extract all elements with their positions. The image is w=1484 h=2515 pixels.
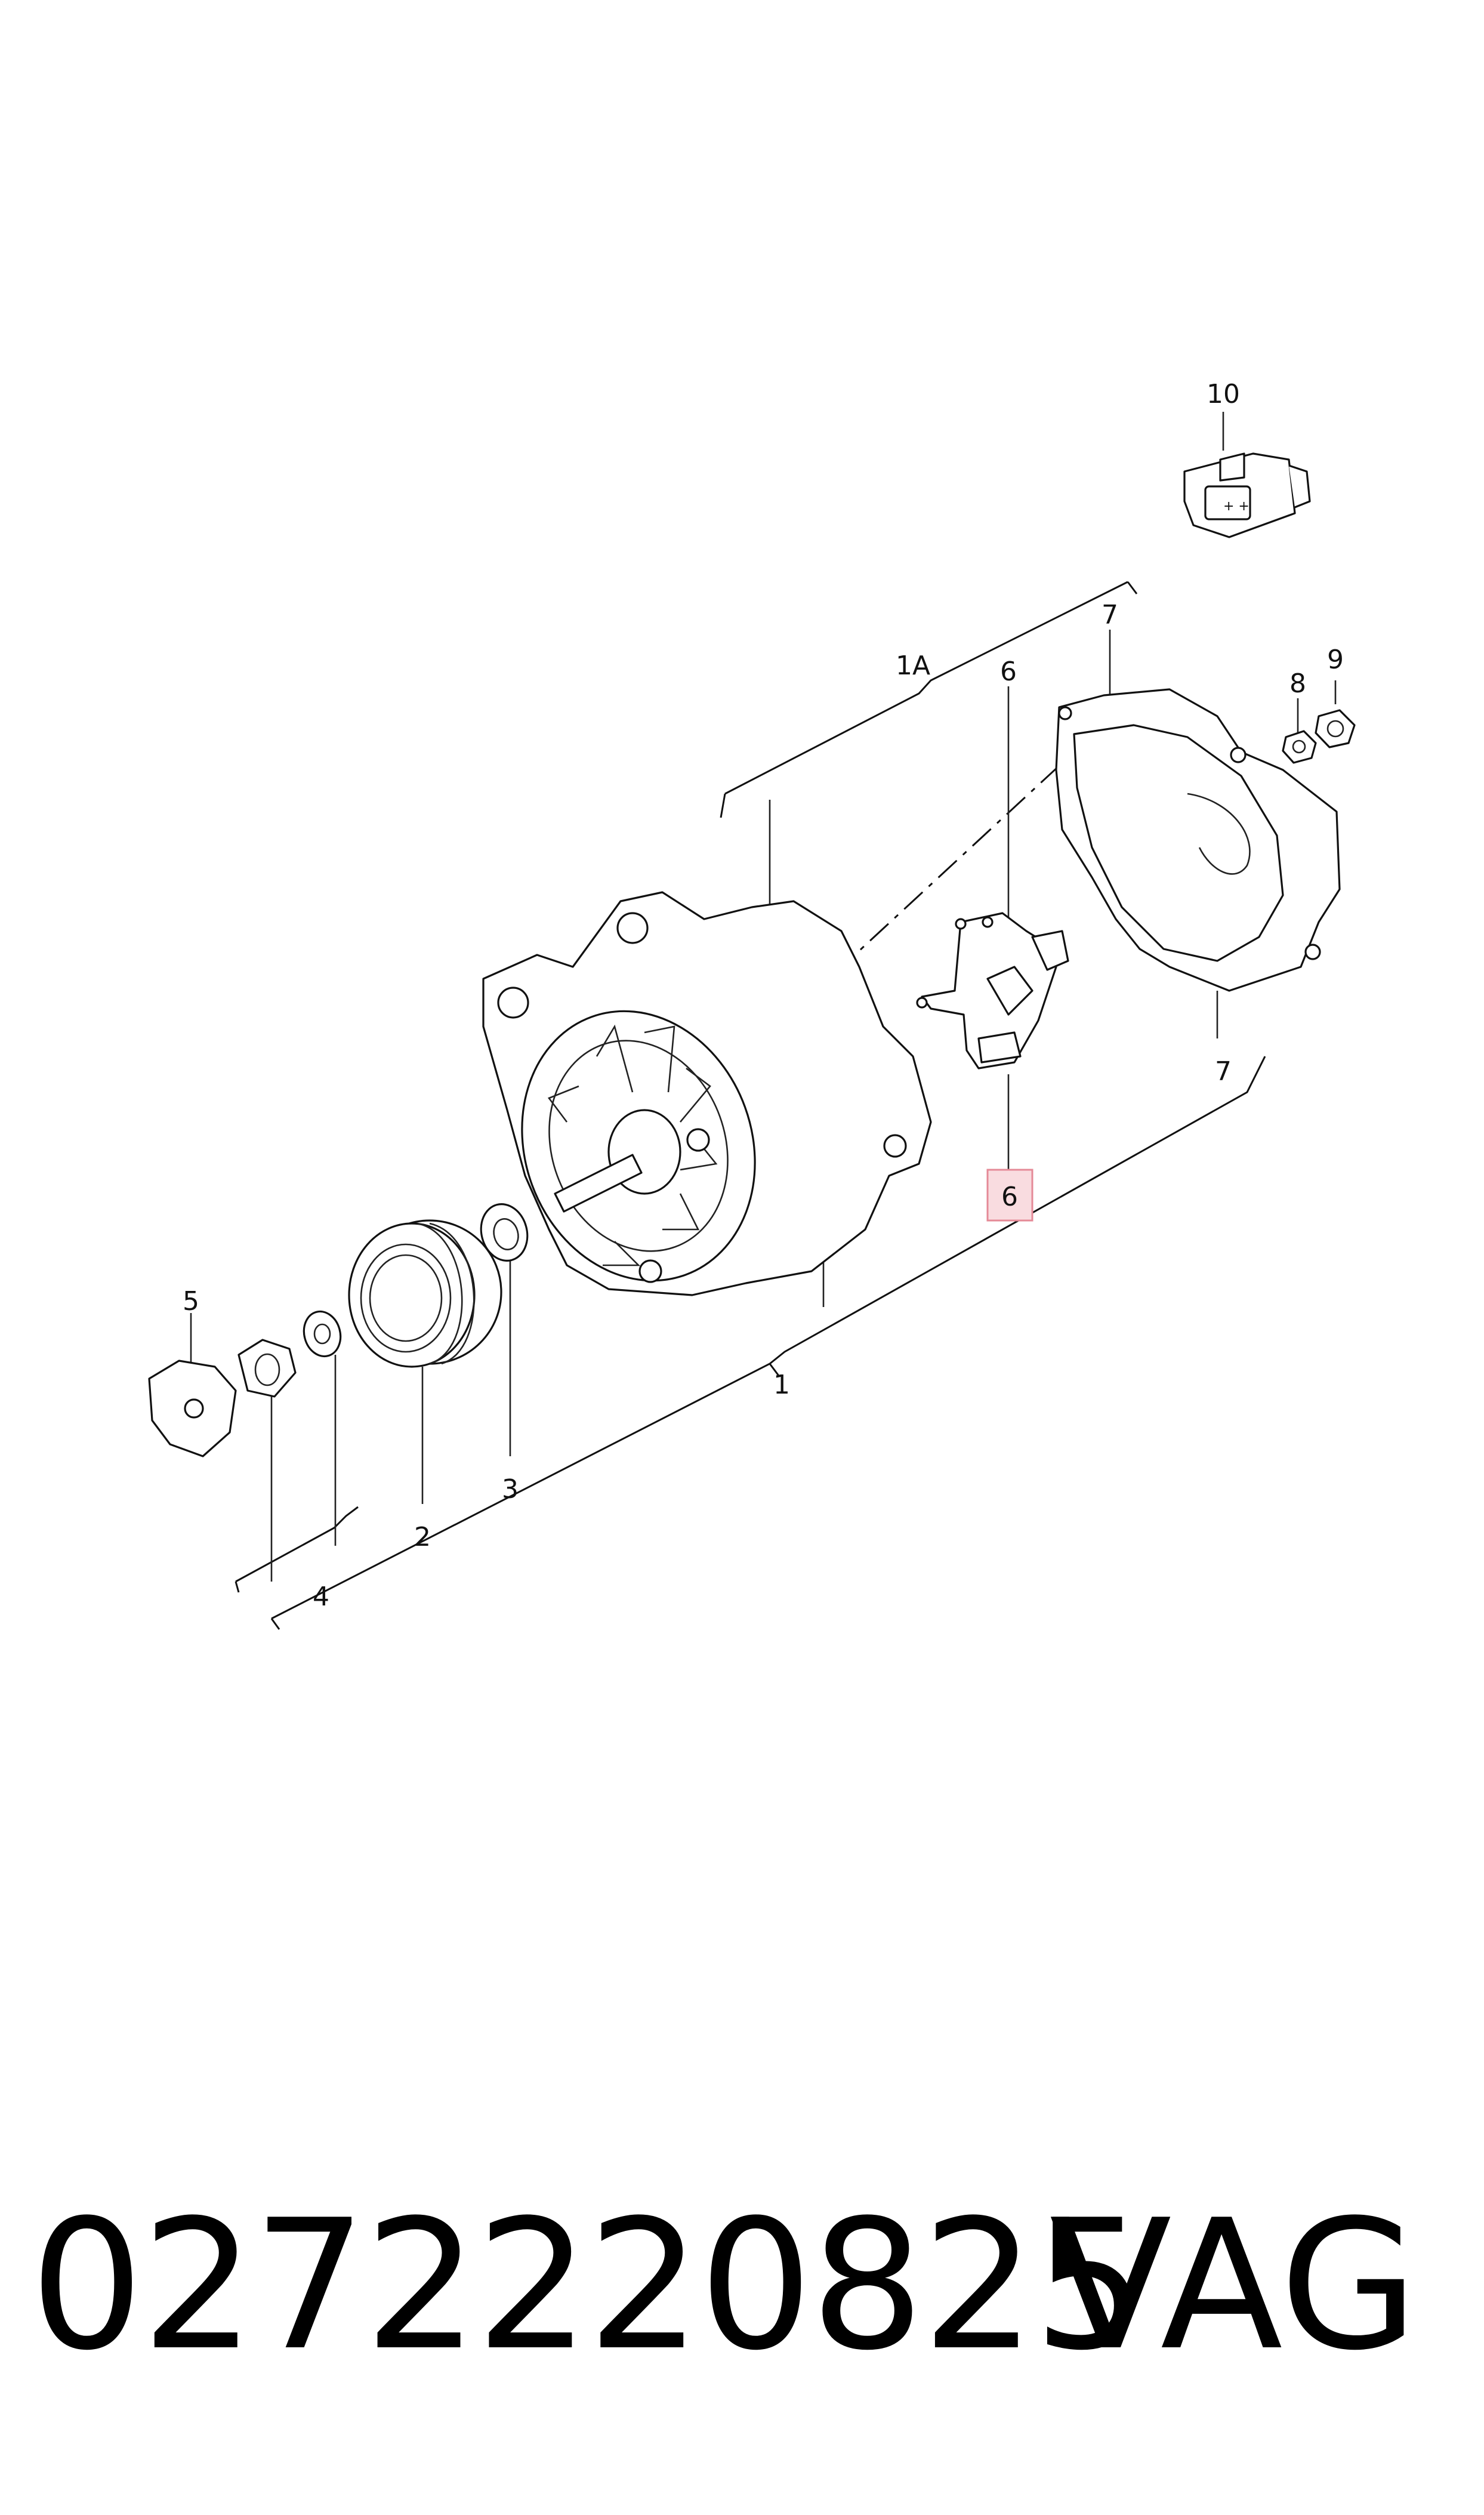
cap-part	[148, 1360, 237, 1457]
callout-8: 8	[1289, 668, 1306, 699]
voltage-regulator-part	[916, 912, 1069, 1070]
callout-10: 10	[1207, 379, 1240, 409]
leader-lines	[190, 412, 1337, 1582]
callout-9: 9	[1327, 645, 1344, 675]
assembly-bracket-1	[270, 1056, 1266, 1630]
callout-7-bottom: 7	[1215, 1056, 1232, 1087]
callout-5: 5	[183, 1286, 199, 1317]
brand-text: VAG	[1049, 2181, 1418, 2390]
callout-7-top: 7	[1102, 600, 1118, 630]
callout-1: 1	[773, 1370, 790, 1400]
callout-3: 3	[502, 1474, 519, 1505]
footer-caption: 0272220825 VAG	[0, 2172, 1484, 2399]
assembly-bracket-1a	[720, 581, 1138, 818]
callout-highlight-box	[986, 1169, 1033, 1222]
spacer-washer-part	[480, 1203, 529, 1262]
svg-text:+ +: + +	[1223, 499, 1249, 514]
nut-part-8	[1282, 730, 1317, 764]
connector-part: + +	[1183, 452, 1311, 538]
pulley-part	[348, 1219, 502, 1368]
alternator-body-part	[482, 891, 932, 1296]
callout-6-bottom: 6	[1001, 1182, 1018, 1212]
assembly-bracket-4	[235, 1506, 359, 1593]
nut-part-9	[1315, 709, 1356, 748]
nut-washer-part	[237, 1310, 342, 1398]
callout-6-top: 6	[1000, 657, 1017, 687]
rear-cover-part	[1055, 688, 1341, 992]
callout-2: 2	[414, 1522, 431, 1552]
part-number-text: 0272220825	[30, 2181, 1147, 2390]
callout-1a: 1A	[896, 651, 930, 681]
callout-4: 4	[313, 1582, 329, 1612]
